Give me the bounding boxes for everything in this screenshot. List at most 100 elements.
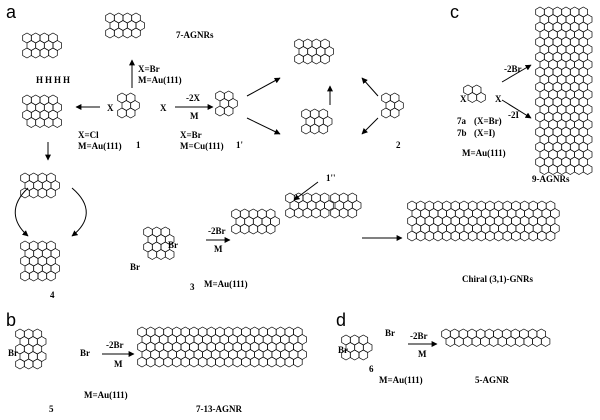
- ring-shape: [15, 358, 25, 370]
- ring-shape: [215, 356, 225, 368]
- ring-shape: [28, 270, 39, 282]
- ring-shape: [488, 336, 499, 347]
- ring-shape: [113, 27, 124, 39]
- cond-m: M: [190, 111, 199, 121]
- ring-shape: [215, 105, 225, 117]
- compound-7b: 7b: [457, 128, 467, 138]
- panel-label-c: c: [450, 2, 459, 22]
- ring-shape: [223, 105, 234, 117]
- ring-shape: [519, 230, 530, 242]
- ring-shape: [532, 336, 542, 347]
- ring-shape: [445, 336, 456, 347]
- atom-h-1: H: [36, 75, 43, 85]
- ring-shape: [441, 230, 452, 242]
- ring-shape: [117, 107, 127, 119]
- atom-x-7b: X: [495, 94, 502, 104]
- ring-shape: [23, 358, 34, 370]
- ring-shape: [232, 356, 242, 368]
- atom-br-5b: Br: [80, 348, 90, 358]
- ring-shape: [145, 356, 156, 368]
- ring-shape: [347, 207, 358, 219]
- arrow-curve-left: [14, 187, 29, 237]
- cond-m-cu111: M=Cu(111): [180, 141, 224, 151]
- ring-shape: [137, 356, 147, 368]
- arrow-2-to-mid: [361, 117, 379, 135]
- ring-shape: [540, 336, 551, 347]
- ring-shape: [248, 223, 259, 235]
- ring-shape: [22, 47, 32, 59]
- ring-shape: [318, 123, 329, 135]
- atom-br-6a: Br: [338, 345, 348, 355]
- ring-shape: [20, 187, 30, 199]
- ring-shape: [320, 53, 330, 65]
- atom-x-left-1: X: [107, 103, 114, 113]
- ring-shape: [358, 349, 369, 361]
- ring-shape: [37, 187, 48, 199]
- cond-x-eq-i: (X=I): [474, 128, 495, 138]
- cond-m-au111: M=Au(111): [138, 75, 182, 85]
- ring-shape: [239, 223, 250, 235]
- ring-shape: [476, 92, 486, 103]
- product-5-agnr: 5-AGNR: [475, 375, 509, 385]
- ring-shape: [249, 356, 260, 368]
- ring-shape: [43, 117, 54, 128]
- cond-m-b: M: [114, 359, 123, 369]
- ring-shape: [311, 207, 321, 219]
- atom-br-6b: Br: [385, 328, 395, 338]
- ring-shape: [125, 107, 136, 119]
- ring-shape: [257, 223, 267, 235]
- cond-minus2br-3: -2Br: [208, 226, 226, 236]
- ring-shape: [223, 356, 234, 368]
- ring-shape: [511, 230, 521, 242]
- cond-m-au111-cl: M=Au(111): [78, 141, 122, 151]
- ring-shape: [267, 356, 277, 368]
- ring-shape: [275, 356, 286, 368]
- ring-shape: [52, 117, 62, 128]
- ring-shape: [545, 230, 556, 242]
- ring-shape: [171, 356, 182, 368]
- ring-shape: [450, 230, 460, 242]
- product-chiral-gnrs: Chiral (3,1)-GNRs: [462, 274, 533, 284]
- ring-shape: [330, 207, 340, 219]
- compound-6: 6: [369, 364, 374, 374]
- ring-shape: [241, 356, 251, 368]
- cond-m-d: M: [418, 349, 427, 359]
- product-9-agnrs: 9-AGNRs: [532, 174, 570, 184]
- panel-label-d: d: [336, 310, 346, 330]
- ring-shape: [309, 123, 320, 135]
- ring-shape: [163, 356, 173, 368]
- ring-shape: [471, 336, 481, 347]
- ring-shape: [258, 356, 268, 368]
- ring-shape: [180, 356, 190, 368]
- compound-1prime: 1': [236, 140, 243, 150]
- arrow-1prime-to-top: [246, 77, 281, 97]
- ring-shape: [556, 164, 567, 175]
- ring-shape: [485, 230, 495, 242]
- compound-4: 4: [50, 290, 55, 300]
- ring-shape: [293, 356, 303, 368]
- ring-shape: [497, 336, 507, 347]
- ring-shape: [39, 47, 50, 59]
- arrow-2-to-top: [361, 77, 379, 97]
- ring-shape: [537, 230, 547, 242]
- ring-shape: [338, 207, 349, 219]
- ring-shape: [523, 336, 533, 347]
- atom-h-2: H: [45, 75, 52, 85]
- ring-shape: [467, 230, 478, 242]
- cond-m-au111-d: M=Au(111): [379, 375, 423, 385]
- ring-shape: [480, 336, 490, 347]
- ring-shape: [105, 27, 115, 39]
- atom-h-3: H: [54, 75, 61, 85]
- cond-minus2i-c: -2I: [508, 110, 519, 120]
- product-7-13-agnr: 7-13-AGNR: [196, 404, 242, 414]
- cond-x-br: X=Br: [138, 64, 160, 74]
- ring-shape: [284, 356, 294, 368]
- ring-shape: [46, 187, 56, 199]
- ring-shape: [407, 230, 417, 242]
- panel-label-a: a: [6, 2, 17, 22]
- cond-minus2br-c: -2Br: [504, 64, 522, 74]
- compound-1: 1: [136, 140, 141, 150]
- ring-shape: [319, 207, 330, 219]
- ring-shape: [349, 349, 360, 361]
